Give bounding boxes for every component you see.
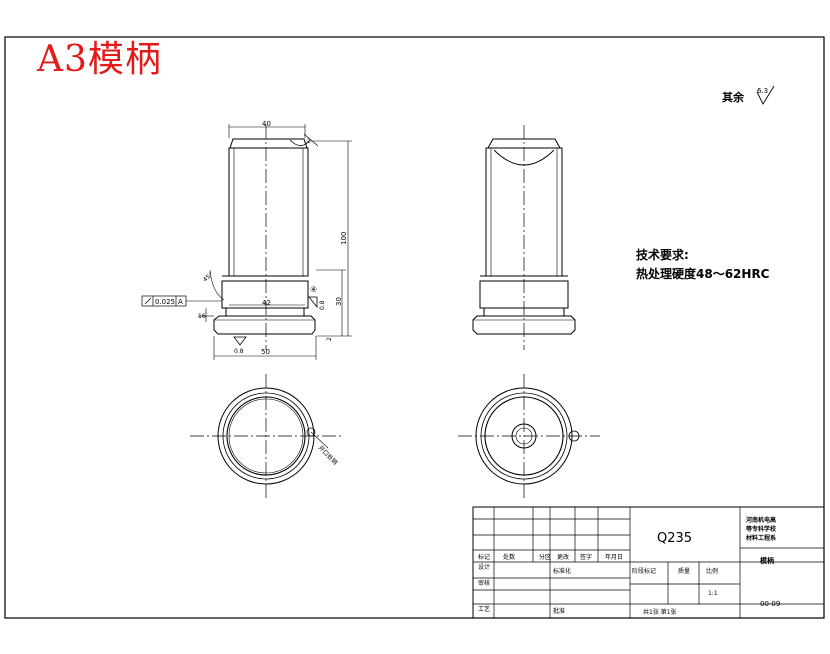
roughness-symbol-icon — [756, 85, 775, 105]
front-dimensions — [198, 124, 352, 360]
drawing-number: 00-09 — [760, 600, 780, 608]
label-weight: 质量 — [678, 567, 690, 575]
roughness-default-value: 6.3 — [757, 87, 768, 95]
dim-collar-diameter: 42 — [262, 299, 271, 307]
dim-chamfer: 2 — [307, 138, 311, 145]
requirements-line1: 热处理硬度48～62HRC — [636, 266, 770, 281]
label-signature: 签字 — [580, 553, 592, 561]
label-approve: 批准 — [553, 607, 565, 615]
dim-lower-height: 30 — [335, 297, 343, 306]
side-finish-value: 0.8 — [319, 300, 326, 310]
front-top-view — [190, 374, 342, 498]
dim-base-diameter: 50 — [261, 348, 270, 356]
pin-note: 开口处销 — [317, 444, 340, 467]
sheets-info: 共1张 第1张 — [643, 608, 677, 616]
dim-total-height: 100 — [340, 232, 348, 245]
label-count: 处数 — [503, 553, 515, 561]
runout-arrow-icon — [144, 297, 152, 305]
tolerance-frame: 0.025 A — [141, 295, 222, 307]
label-zone: 分区 — [539, 553, 551, 561]
base-finish-icon — [233, 336, 247, 346]
weld-mark-icon: ④ — [310, 285, 317, 294]
part-name: 模柄 — [760, 556, 774, 565]
label-review: 审核 — [478, 579, 490, 587]
dim-flange-height: 2 — [326, 337, 333, 341]
label-scale: 比例 — [706, 567, 718, 575]
school-line-1: 河南机电高 — [746, 516, 776, 524]
dim-small: 16 — [198, 313, 206, 320]
front-view — [213, 125, 316, 350]
requirements-title: 技术要求: — [636, 247, 689, 262]
tolerance-datum: A — [178, 298, 183, 306]
label-date: 年月日 — [605, 553, 623, 561]
label-stage-mark: 阶段标记 — [632, 567, 656, 575]
base-finish-value: 0.8 — [234, 348, 244, 355]
scale-value: 1:1 — [708, 590, 718, 597]
side-top-view — [458, 374, 600, 498]
school-line-2: 等专科学校 — [745, 525, 777, 533]
drawing-heading: A3模柄 — [37, 39, 162, 80]
label-change-doc: 更改 — [557, 553, 569, 561]
label-process: 工艺 — [478, 605, 490, 613]
side-finish-icon — [308, 296, 318, 309]
roughness-note: 其余 — [722, 90, 745, 104]
label-standardize: 标准化 — [553, 567, 571, 575]
dim-top-width: 40 — [262, 120, 271, 128]
title-block — [472, 506, 825, 619]
dim-chamfer-angle: 45° — [202, 271, 215, 283]
label-mark: 标记 — [478, 553, 490, 561]
school-line-3: 材料工程系 — [745, 534, 776, 542]
label-design: 设计 — [478, 563, 490, 571]
tolerance-value: 0.025 — [155, 298, 175, 306]
sheet-border — [4, 36, 825, 619]
material-text: Q235 — [657, 531, 692, 546]
side-view — [472, 125, 576, 350]
